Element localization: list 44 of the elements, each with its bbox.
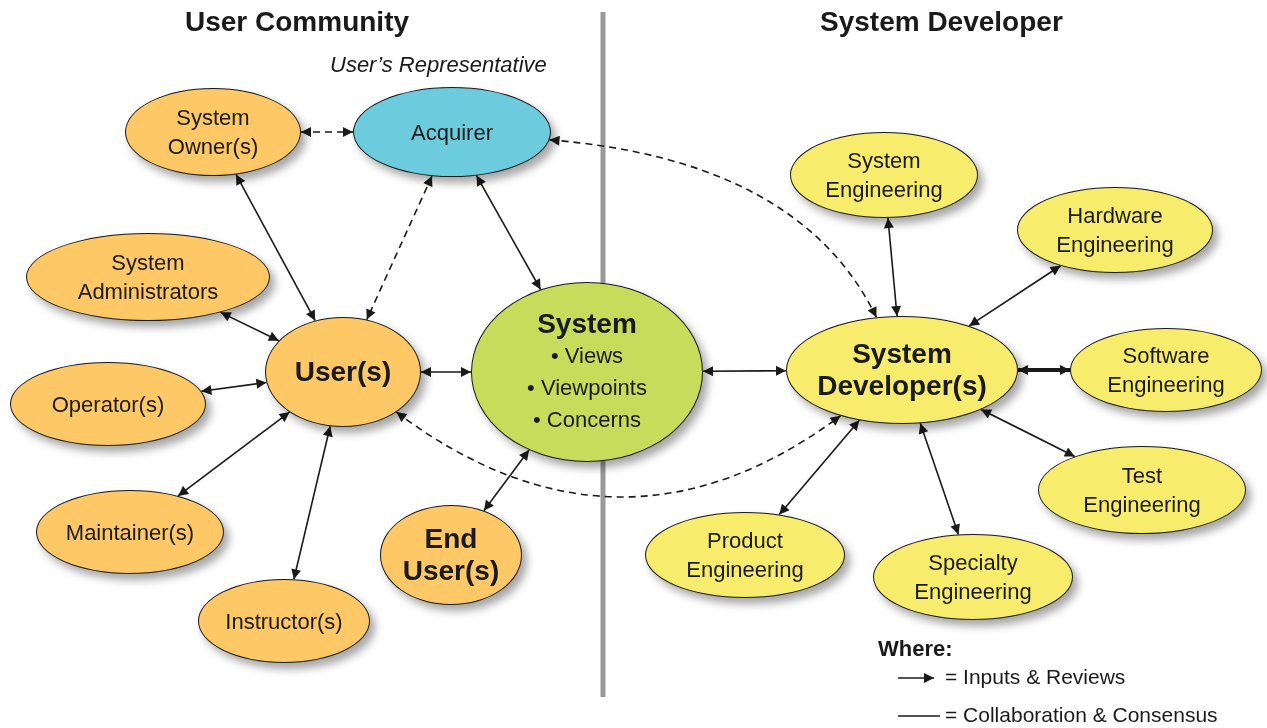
ellipse-node [786,316,1018,424]
arrow [200,378,268,395]
node-label: System Administrators [76,249,220,306]
arrow [968,264,1062,327]
arrow [483,449,530,512]
bullet-item: • Concerns [532,406,642,434]
section-heading: System Developer [820,6,1063,38]
dashed-arrow [300,127,354,137]
arrow [883,217,902,317]
node-label: Test Engineering [1082,462,1202,519]
node-label: Software Engineering [1106,342,1226,399]
arrow [420,367,472,377]
node-label: System [536,308,638,340]
node-label: System Engineering [824,147,944,204]
node-label: Instructor(s) [224,607,344,636]
node-label: System Developer(s) [816,338,988,402]
node-label: Maintainer(s) [64,518,196,547]
bullet-item: • Views [549,342,625,370]
section-heading: User Community [185,6,410,38]
bullet-item: • Viewpoints [526,374,648,402]
arrow [291,425,333,581]
legend-label: = Inputs & Reviews [945,665,1126,689]
arrow [1018,365,1070,375]
node-label: Hardware Engineering [1055,202,1175,259]
arrow [980,408,1076,458]
arrow [177,411,291,497]
legend-title: Where: [878,636,953,662]
node-label: Acquirer [410,118,494,147]
ellipse-node [36,490,224,574]
legend-label: = Collaboration & Consensus [945,703,1218,727]
node-label: Specialty Engineering [913,549,1033,606]
ellipse-node [1038,446,1246,534]
node-label: End User(s) [401,523,501,587]
dashed-arrow [366,175,433,321]
arrow [219,311,280,342]
node-label: System Owner(s) [166,104,260,161]
arrow [918,422,960,536]
arrow [702,365,787,377]
annotation: User’s Representative [330,52,547,78]
dashed-arrow [395,411,842,498]
node-label: User(s) [293,356,393,388]
arrow [778,419,861,516]
node-label: Operator(s) [50,390,166,419]
node-label: Product Engineering [685,527,805,584]
